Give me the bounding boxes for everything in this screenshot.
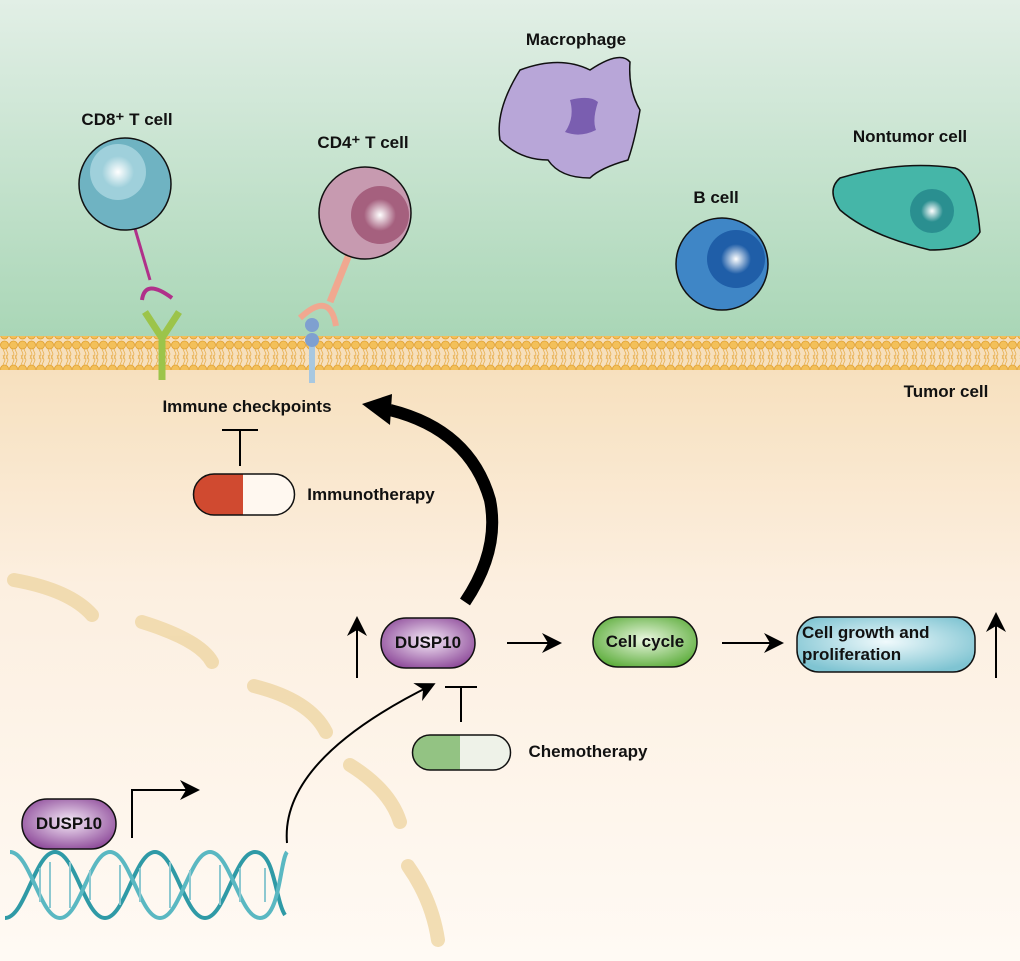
expression-arrow bbox=[285, 683, 436, 844]
label-immunotherapy: Immunotherapy bbox=[307, 485, 435, 504]
cell-membrane bbox=[0, 336, 1020, 370]
dusp10-gene-label: DUSP10 bbox=[35, 814, 103, 833]
dusp10-gene-pill bbox=[21, 798, 117, 850]
macrophage bbox=[498, 56, 641, 179]
immune-checkpoint-ligand bbox=[305, 318, 319, 383]
promoter-arrow-icon bbox=[131, 780, 200, 838]
cell-cycle-pill bbox=[592, 616, 698, 668]
dna-helix-icon bbox=[4, 849, 289, 921]
label-cd4-t-cell: CD4⁺ T cell bbox=[317, 133, 409, 152]
label-nontumor-cell: Nontumor cell bbox=[852, 127, 968, 146]
chemotherapy-inhibition bbox=[445, 686, 477, 722]
label-tumor-cell: Tumor cell bbox=[903, 382, 989, 401]
growth-pill bbox=[796, 616, 976, 673]
label-b-cell: B cell bbox=[693, 188, 739, 207]
chemotherapy-pill-icon bbox=[411, 734, 512, 771]
immunotherapy-pill-icon bbox=[192, 473, 296, 516]
label-chemotherapy: Chemotherapy bbox=[528, 742, 648, 761]
organelle-strands bbox=[7, 573, 445, 947]
label-immune-checkpoints: Immune checkpoints bbox=[162, 397, 332, 416]
cd4-t-cell bbox=[297, 166, 412, 327]
b-cell bbox=[675, 217, 769, 311]
label-cd8-t-cell: CD8⁺ T cell bbox=[81, 110, 173, 129]
immunotherapy-inhibition bbox=[222, 429, 258, 466]
arrowhead-icon bbox=[362, 394, 392, 425]
growth-label: Cell growth and proliferation bbox=[802, 623, 930, 664]
immune-checkpoint-receptor-y bbox=[142, 310, 182, 380]
nontumor-cell bbox=[832, 164, 981, 251]
dusp10-label: DUSP10 bbox=[394, 633, 462, 652]
cd8-t-cell bbox=[78, 137, 174, 301]
dusp10-pill bbox=[380, 617, 476, 669]
upregulation-arrow bbox=[388, 404, 499, 606]
extracellular-space bbox=[0, 0, 1020, 338]
cell-cycle-label: Cell cycle bbox=[605, 632, 685, 651]
label-macrophage: Macrophage bbox=[525, 30, 627, 49]
